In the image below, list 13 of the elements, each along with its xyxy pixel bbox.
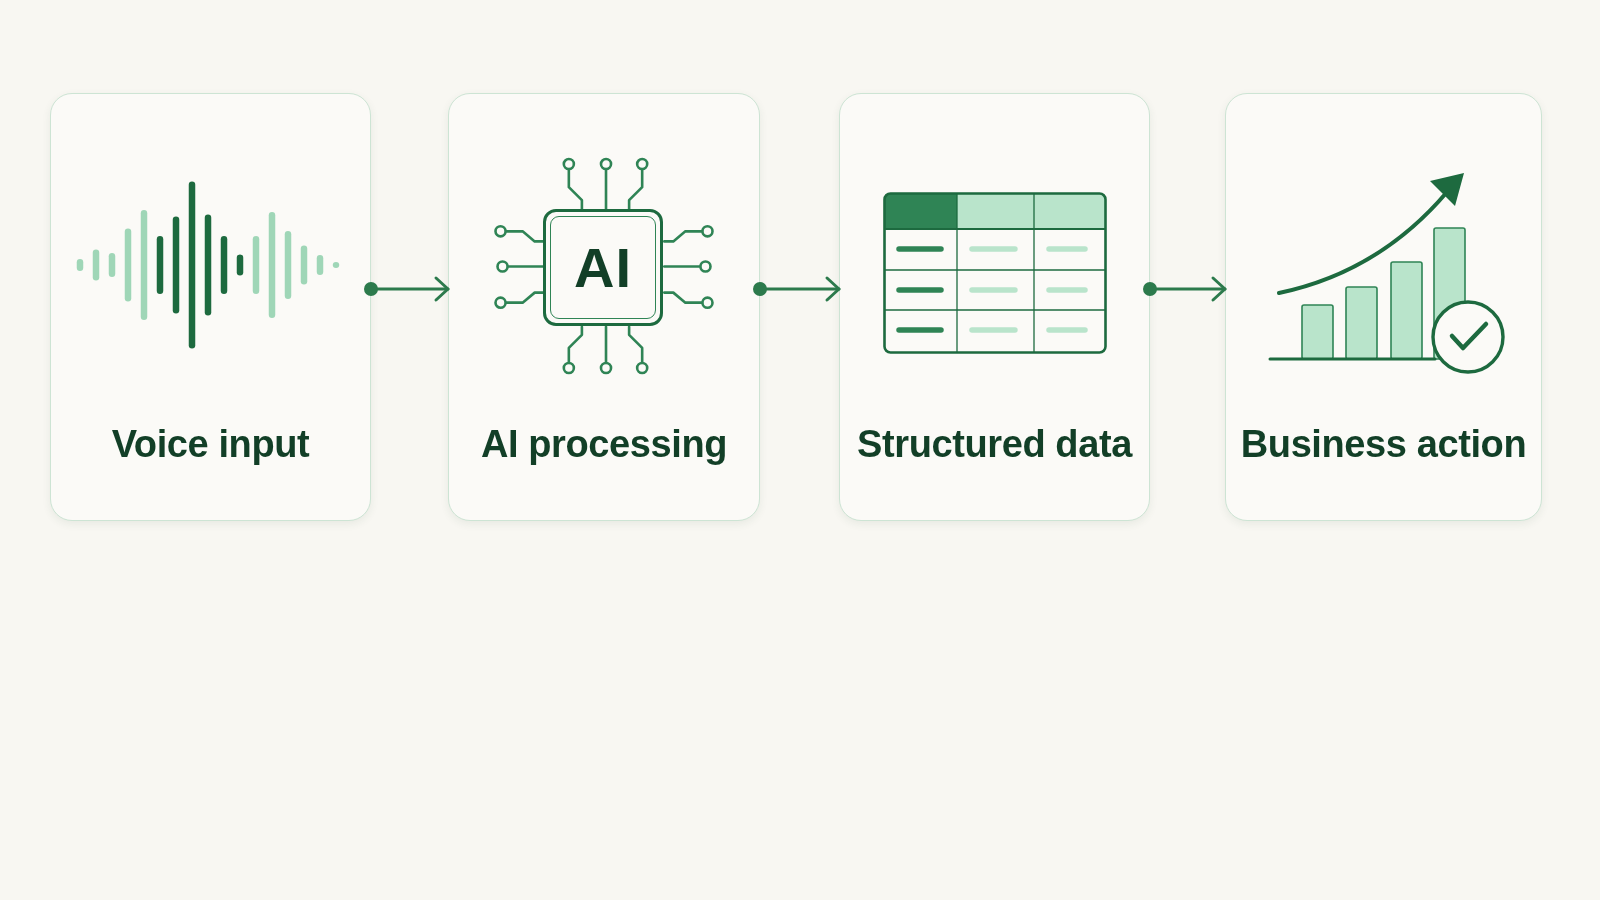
arrow-connector (1143, 276, 1227, 302)
process-card (839, 93, 1150, 521)
arrow-connector (753, 276, 841, 302)
arrow-connector (364, 276, 450, 302)
card-title: Voice input (111, 422, 310, 467)
card-title: AI processing (480, 422, 728, 467)
card-title: Business action (1240, 422, 1527, 467)
processor-chip (543, 209, 663, 326)
process-card (50, 93, 371, 521)
chip-label: AI (574, 239, 632, 296)
card-title: Structured data (857, 422, 1132, 467)
process-card (1225, 93, 1542, 521)
process-card (448, 93, 760, 521)
